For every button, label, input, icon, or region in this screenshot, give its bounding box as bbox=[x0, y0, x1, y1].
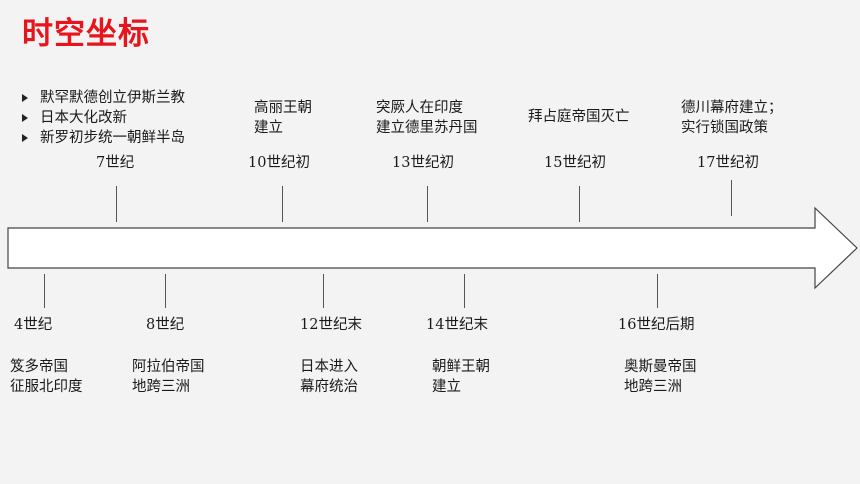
event-text: 德川幕府建立；实行锁国政策 bbox=[681, 100, 783, 136]
event-text: 拜占庭帝国灭亡 bbox=[528, 109, 630, 125]
tick-10th-century bbox=[282, 186, 283, 222]
bullet-triangle-icon bbox=[22, 114, 28, 122]
event-text: 日本进入幕府统治 bbox=[300, 359, 358, 395]
date-label-17th-century: 17世纪初 bbox=[697, 155, 759, 171]
date-label-13th-century: 13世纪初 bbox=[392, 155, 454, 171]
event-text: 朝鲜王朝建立 bbox=[432, 359, 490, 395]
tick-4th-century bbox=[44, 274, 45, 308]
event-text: 突厥人在印度建立德里苏丹国 bbox=[376, 100, 478, 136]
date-label-15th-century: 15世纪初 bbox=[544, 155, 606, 171]
event-text: 高丽王朝建立 bbox=[254, 100, 312, 136]
tick-7th-century bbox=[116, 186, 117, 222]
tick-12th-century bbox=[323, 274, 324, 308]
event-list-7th-century: 默罕默德创立伊斯兰教 日本大化改新 新罗初步统一朝鲜半岛 bbox=[22, 88, 185, 148]
tick-17th-century bbox=[731, 180, 732, 216]
page-title: 时空坐标 bbox=[22, 16, 150, 52]
date-label-12th-century: 12世纪末 bbox=[300, 317, 362, 333]
tick-16th-century bbox=[657, 274, 658, 308]
tick-13th-century bbox=[427, 186, 428, 222]
date-label-10th-century: 10世纪初 bbox=[248, 155, 310, 171]
event-text: 奥斯曼帝国地跨三洲 bbox=[624, 359, 697, 395]
event-text: 笈多帝国征服北印度 bbox=[10, 359, 83, 395]
bullet-triangle-icon bbox=[22, 134, 28, 142]
list-item: 新罗初步统一朝鲜半岛 bbox=[22, 128, 185, 148]
list-item: 日本大化改新 bbox=[22, 108, 185, 128]
date-label-16th-century: 16世纪后期 bbox=[618, 317, 695, 333]
tick-15th-century bbox=[579, 186, 580, 222]
tick-14th-century bbox=[464, 274, 465, 308]
date-label-8th-century: 8世纪 bbox=[146, 317, 185, 333]
date-label-14th-century: 14世纪末 bbox=[426, 317, 488, 333]
bullet-triangle-icon bbox=[22, 94, 28, 102]
tick-8th-century bbox=[165, 274, 166, 308]
list-item: 默罕默德创立伊斯兰教 bbox=[22, 88, 185, 108]
date-label-7th-century: 7世纪 bbox=[96, 155, 135, 171]
event-text: 阿拉伯帝国地跨三洲 bbox=[132, 359, 205, 395]
date-label-4th-century: 4世纪 bbox=[14, 317, 53, 333]
